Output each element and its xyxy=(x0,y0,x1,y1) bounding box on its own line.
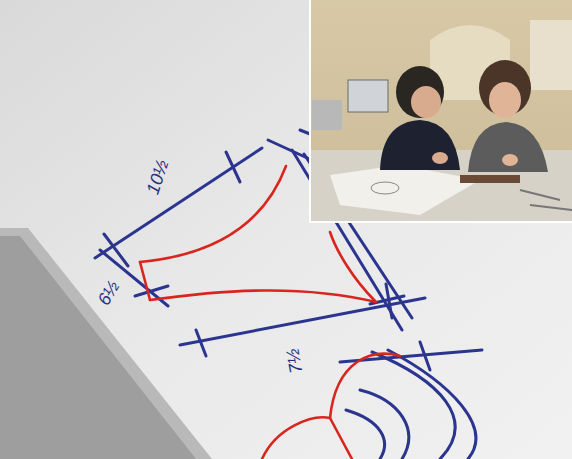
table-shadow xyxy=(0,236,196,459)
video-inset xyxy=(309,0,572,223)
lower-red-lines xyxy=(262,354,400,459)
dimension-label: 7½ xyxy=(283,347,305,375)
